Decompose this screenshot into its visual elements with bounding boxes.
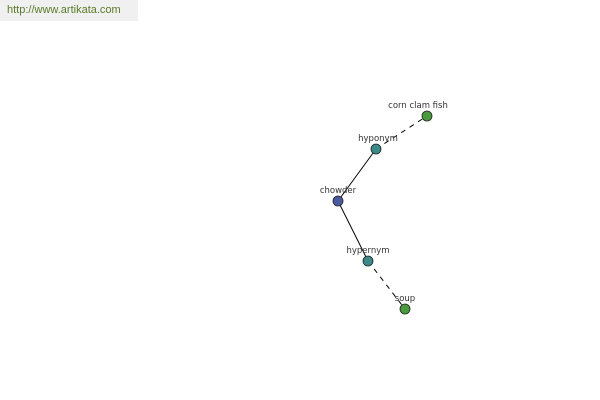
node-label-chowder: chowder — [320, 186, 357, 196]
edge-hyponym-corn-clam-fish — [375, 115, 428, 150]
edge-chowder-hyponym — [337, 148, 377, 202]
node-hyponym[interactable] — [370, 143, 382, 155]
node-label-hyponym: hyponym — [358, 134, 398, 144]
edge-hypernym-soup — [367, 260, 406, 310]
node-corn-clam-fish[interactable] — [421, 110, 433, 122]
node-label-hypernym: hypernym — [346, 246, 389, 256]
node-label-corn-clam-fish: corn clam fish — [388, 101, 448, 111]
node-label-soup: soup — [395, 294, 415, 304]
node-soup[interactable] — [399, 303, 411, 315]
node-chowder[interactable] — [332, 195, 344, 207]
node-hypernym[interactable] — [362, 255, 374, 267]
source-url-link[interactable]: http://www.artikata.com — [0, 0, 138, 21]
edge-chowder-hypernym — [337, 200, 369, 262]
